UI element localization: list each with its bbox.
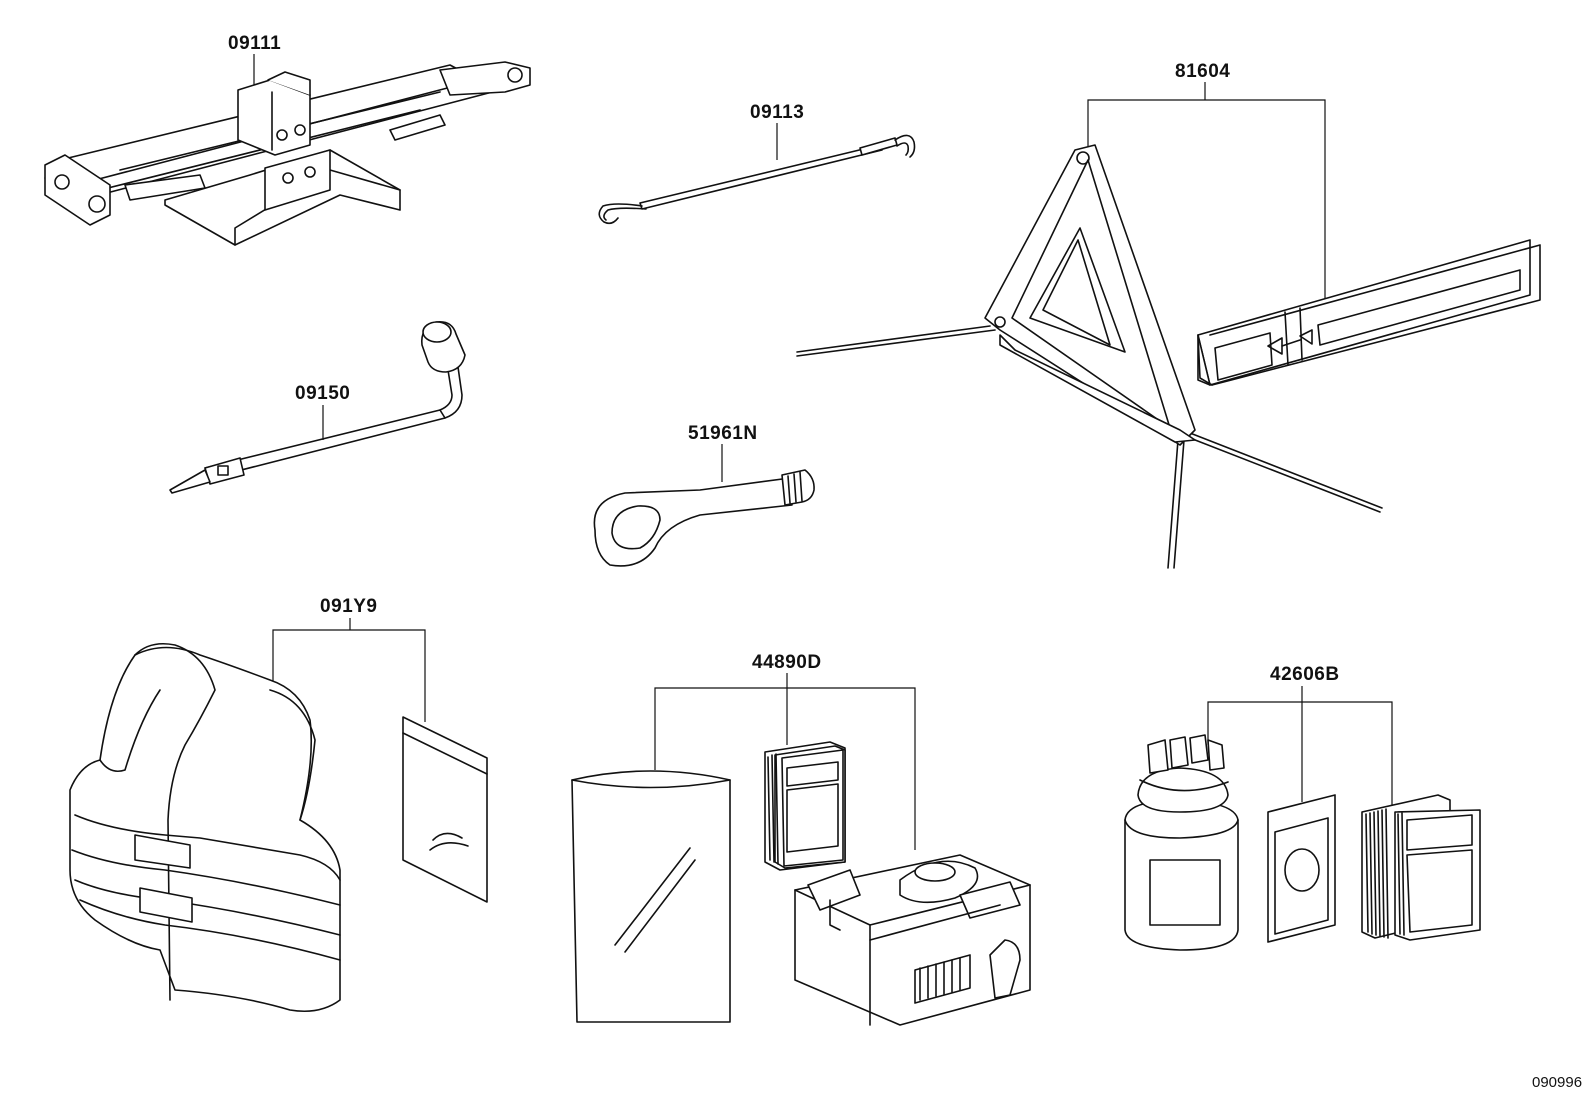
instruction-cards-drawing: [1361, 794, 1481, 941]
part-number-label: 091Y9: [320, 596, 377, 617]
leader-bracket: [1207, 701, 1393, 808]
jack-handle-drawing: [598, 134, 916, 225]
leader-bracket: [654, 687, 916, 850]
manual-booklet-drawing: [764, 741, 846, 871]
leader-bracket: [1087, 99, 1326, 300]
safety-vest-drawing: [69, 642, 341, 1013]
sealant-bottle-drawing: [1124, 734, 1239, 951]
part-tire-repair-kit[interactable]: 44890D: [571, 652, 1031, 1026]
part-towing-hook[interactable]: 51961N: [593, 423, 815, 567]
part-number-label: 09111: [228, 33, 281, 54]
part-tire-sealant-kit[interactable]: 42606B: [1124, 664, 1481, 951]
warning-triangle-drawing: [796, 144, 1383, 569]
triangle-case-drawing: [1197, 239, 1541, 386]
part-number-label: 44890D: [752, 652, 822, 673]
wheel-nut-wrench-drawing: [169, 320, 466, 494]
part-number-label: 81604: [1175, 61, 1230, 82]
compressor-drawing: [794, 854, 1031, 1026]
part-jack[interactable]: 09111: [44, 33, 531, 246]
diagram-id: 090996: [1532, 1074, 1582, 1091]
part-jack-handle[interactable]: 09113: [598, 102, 916, 225]
vest-pouch-drawing: [402, 716, 488, 903]
part-number-label: 42606B: [1270, 664, 1340, 685]
part-wheel-nut-wrench[interactable]: 09150: [169, 320, 466, 494]
sticker-card-drawing: [1267, 794, 1336, 943]
sealant-bag-drawing: [571, 770, 731, 1023]
leader-bracket: [272, 629, 426, 722]
part-warning-triangle[interactable]: 81604: [796, 61, 1541, 569]
part-number-label: 09150: [295, 383, 350, 404]
part-number-label: 51961N: [688, 423, 758, 444]
jack-drawing: [44, 61, 531, 246]
part-safety-vest[interactable]: 091Y9: [69, 596, 488, 1013]
towing-hook-drawing: [593, 469, 815, 567]
part-number-label: 09113: [750, 102, 804, 123]
